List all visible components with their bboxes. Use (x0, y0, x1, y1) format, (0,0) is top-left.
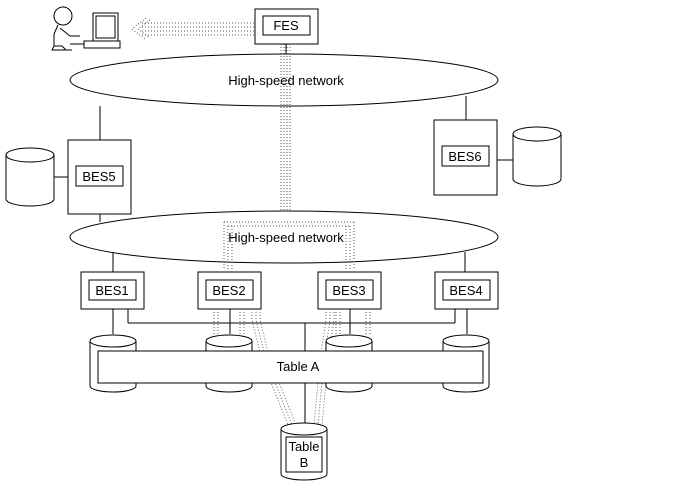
bes-dotted-data-paths (213, 309, 371, 426)
table-a-label: Table A (277, 359, 320, 374)
network-mid: High-speed network (69, 210, 499, 264)
bes6-label: BES6 (448, 149, 481, 164)
fes-to-user-arrow (131, 17, 255, 41)
mid-network-dotted-routes (223, 221, 355, 270)
bes2-label: BES2 (212, 283, 245, 298)
bes3-server: BES3 (317, 271, 382, 310)
user-terminal-icon (51, 6, 121, 51)
fes-server: FES (254, 8, 319, 60)
table-a: Table A (97, 350, 484, 384)
table-b-label-line1: Table (288, 439, 319, 454)
bes3-label: BES3 (332, 283, 365, 298)
fes-label: FES (273, 18, 299, 33)
bes2-server: BES2 (197, 271, 262, 310)
bes6-server: BES6 (433, 96, 513, 196)
bes6-disk-icon (512, 126, 562, 187)
bes4-server: BES4 (434, 271, 499, 310)
bes5-label: BES5 (82, 169, 115, 184)
table-b-disk-icon: Table B (280, 422, 328, 481)
network-mid-label: High-speed network (228, 230, 344, 245)
bes1-server: BES1 (80, 271, 145, 310)
table-b-label-line2: B (300, 455, 309, 470)
bes4-label: BES4 (449, 283, 482, 298)
network-top-label: High-speed network (228, 73, 344, 88)
bes5-server: BES5 (54, 106, 132, 222)
bes5-disk-icon (5, 147, 55, 207)
bes1-label: BES1 (95, 283, 128, 298)
